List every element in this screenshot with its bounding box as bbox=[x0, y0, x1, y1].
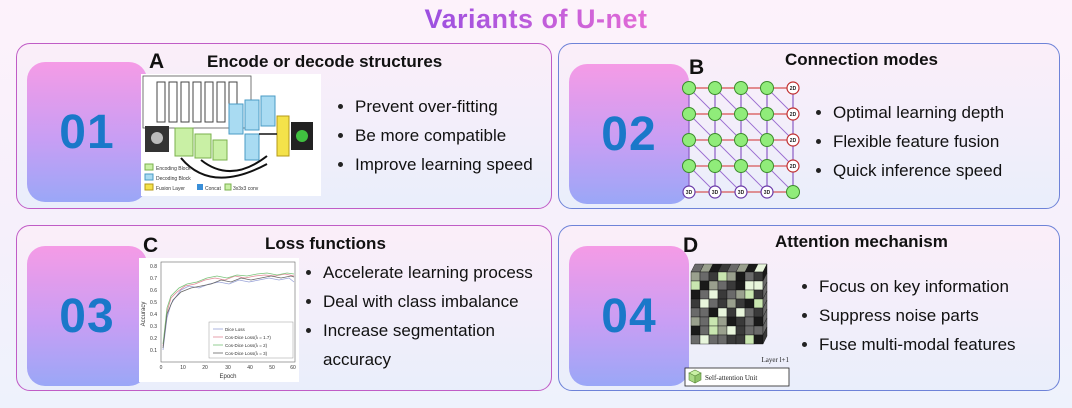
card-title: Attention mechanism bbox=[775, 232, 948, 251]
legend-item: Cos-Dice Loss(λ = 2) bbox=[225, 343, 268, 348]
legend-item: Dice Loss bbox=[225, 327, 246, 332]
number-block: 04 bbox=[569, 246, 689, 386]
y-tick: 0.3 bbox=[150, 324, 157, 330]
svg-text:3D: 3D bbox=[738, 190, 745, 196]
list-item: Increase segmentation accuracy bbox=[301, 316, 511, 374]
panel-letter: B bbox=[689, 56, 705, 79]
svg-text:2D: 2D bbox=[790, 138, 797, 144]
number-block: 01 bbox=[27, 62, 147, 202]
card-connection-modes: 02 B Connection modes 2D 2D 2D 2D 3D 3D 3D 3D O… bbox=[558, 43, 1060, 209]
list-item: Suppress noise parts bbox=[797, 301, 1016, 330]
connection-grid-figure: 2D 2D 2D 2D 3D 3D 3D 3D bbox=[681, 80, 805, 202]
x-tick: 10 bbox=[180, 365, 186, 371]
panel-letter: A bbox=[149, 50, 165, 73]
y-tick: 0.4 bbox=[150, 312, 157, 318]
feature-list: Accelerate learning process Deal with cl… bbox=[301, 258, 551, 374]
card-number: 02 bbox=[601, 107, 657, 161]
card-number: 03 bbox=[59, 289, 115, 343]
svg-text:3D: 3D bbox=[764, 190, 771, 196]
feature-list: Optimal learning depth Flexible feature … bbox=[811, 98, 1004, 185]
card-number: 01 bbox=[59, 105, 115, 159]
number-block: 03 bbox=[27, 246, 147, 386]
x-tick: 20 bbox=[202, 365, 208, 371]
list-item: Be more compatible bbox=[333, 121, 533, 150]
x-tick: 50 bbox=[269, 365, 275, 371]
legend-item: Cos-Dice Loss(λ = 3) bbox=[225, 351, 268, 356]
card-encode-decode: 01 A Encode or decode structures bbox=[16, 43, 552, 209]
layer-label: Layer l+1 bbox=[762, 356, 790, 364]
y-tick: 0.6 bbox=[150, 288, 157, 294]
legend-concat: Concat bbox=[205, 186, 221, 192]
legend-decoding: Decoding Block bbox=[156, 176, 191, 182]
y-tick: 0.2 bbox=[150, 336, 157, 342]
encoder-decoder-figure: Encoding Block Decoding Block Fusion Lay… bbox=[141, 74, 321, 196]
panel-letter: C bbox=[143, 234, 159, 257]
feature-list: Prevent over-fitting Be more compatible … bbox=[333, 92, 533, 179]
list-item: Accelerate learning process bbox=[301, 258, 551, 287]
unit-label: Self-attention Unit bbox=[705, 374, 757, 382]
list-item: Focus on key information bbox=[797, 272, 1016, 301]
svg-text:2D: 2D bbox=[790, 164, 797, 170]
x-tick: 40 bbox=[247, 365, 253, 371]
svg-text:2D: 2D bbox=[790, 86, 797, 92]
x-tick: 30 bbox=[225, 365, 231, 371]
card-number: 04 bbox=[601, 289, 657, 343]
y-tick: 0.1 bbox=[150, 348, 157, 354]
list-item: Improve learning speed bbox=[333, 150, 533, 179]
panel-letter: D bbox=[683, 234, 699, 257]
y-tick: 0.8 bbox=[150, 264, 157, 270]
legend-fusion: Fusion Layer bbox=[156, 186, 185, 192]
accuracy-chart-figure: 0.8 0.7 0.6 0.5 0.4 0.3 0.2 0.1 0 10 20 … bbox=[139, 258, 299, 382]
legend-item: Cos-Dice Loss(λ = 1.7) bbox=[225, 335, 271, 340]
svg-text:3D: 3D bbox=[686, 190, 693, 196]
legend-encoding: Encoding Block bbox=[156, 166, 191, 172]
list-item: Fuse multi-modal features bbox=[797, 330, 1016, 359]
page-title: Variants of U-net bbox=[424, 4, 648, 34]
svg-text:3D: 3D bbox=[712, 190, 719, 196]
attention-cube-figure: Layer l+1 Self-attention Unit bbox=[681, 256, 793, 388]
card-loss-functions: 03 C Loss functions 0.8 0.7 0.6 0.5 0.4 … bbox=[16, 225, 552, 391]
x-tick: 60 bbox=[290, 365, 296, 371]
card-title: Loss functions bbox=[265, 234, 386, 253]
list-item: Deal with class imbalance bbox=[301, 287, 551, 316]
number-block: 02 bbox=[569, 64, 689, 204]
list-item: Prevent over-fitting bbox=[333, 92, 533, 121]
y-tick: 0.7 bbox=[150, 276, 157, 282]
x-axis-label: Epoch bbox=[219, 374, 236, 380]
list-item: Flexible feature fusion bbox=[811, 127, 1004, 156]
card-title: Connection modes bbox=[785, 50, 939, 69]
list-item: Optimal learning depth bbox=[811, 98, 1004, 127]
card-attention-mechanism: 04 D Attention mechanism Layer l+1 Self-… bbox=[558, 225, 1060, 391]
legend-conv: 3x3x3 conv bbox=[233, 186, 259, 192]
svg-text:2D: 2D bbox=[790, 112, 797, 118]
y-axis-label: Accuracy bbox=[141, 302, 147, 327]
list-item: Quick inference speed bbox=[811, 156, 1004, 185]
feature-list: Focus on key information Suppress noise … bbox=[797, 272, 1016, 359]
card-title: Encode or decode structures bbox=[207, 52, 443, 71]
x-tick: 0 bbox=[160, 365, 163, 371]
y-tick: 0.5 bbox=[150, 300, 157, 306]
